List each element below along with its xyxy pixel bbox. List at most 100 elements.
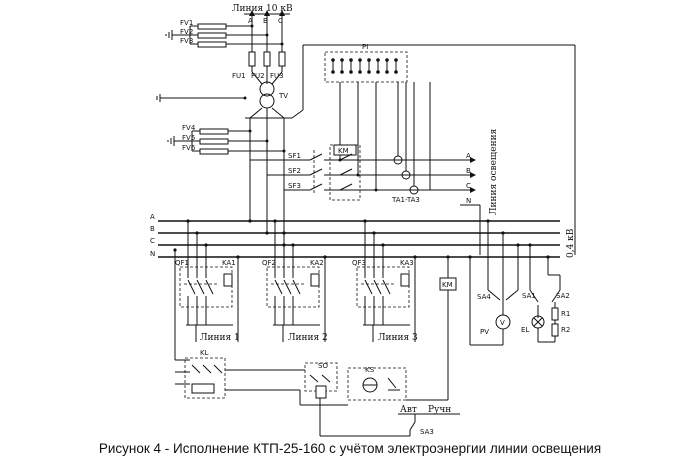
bus-voltage-label: 0,4 кВ (566, 228, 576, 258)
hv-line-label: Линия 10 кВ (232, 4, 293, 14)
breaker-contact (205, 279, 214, 295)
hv-phase-b: B (263, 17, 268, 25)
km2-label: KM (442, 281, 453, 289)
junction (413, 255, 417, 259)
bus-n-label: N (150, 250, 155, 258)
bus-b-label: B (150, 225, 155, 233)
breaker-contact (292, 279, 301, 295)
fv2-label: FV2 (180, 28, 193, 36)
qf2-label: QF2 (262, 259, 276, 267)
current-relay-coil (400, 273, 410, 287)
line1-label: Линия 1 (200, 333, 240, 343)
breaker-contact (196, 279, 205, 295)
junction (204, 243, 208, 247)
switch-so: SO (304, 362, 338, 399)
bus-a-label: A (150, 213, 155, 221)
ka2-label: KA2 (310, 259, 324, 267)
sf1-label: SF1 (288, 152, 301, 160)
sa1-label: SA1 (522, 292, 536, 300)
junction (291, 243, 295, 247)
hv-phase-c: C (278, 17, 283, 25)
line3-label: Линия 3 (378, 333, 418, 343)
junction (372, 231, 376, 235)
ka3-label: KA3 (400, 259, 414, 267)
junction (282, 243, 286, 247)
junction (186, 219, 190, 223)
avt-label: Авт (400, 405, 417, 415)
fu2-label: FU2 (251, 72, 265, 80)
ka1-label: KA1 (222, 259, 236, 267)
junction (323, 255, 327, 259)
surge-arresters-mid: FV4 FV5 FV6 (167, 124, 286, 155)
ruch-label: Ручн (428, 405, 451, 415)
km-label: KM (338, 147, 349, 155)
el-label: EL (521, 326, 529, 334)
time-relay-ks: KS (347, 366, 407, 401)
light-phase-a: A (466, 152, 471, 160)
junction (265, 231, 269, 235)
feeder-2 (266, 219, 327, 342)
r1-label: R1 (561, 310, 570, 318)
sa4-label: SA4 (477, 293, 491, 301)
breaker-contact (274, 279, 283, 295)
contactor-coil-km: KM (439, 257, 457, 401)
junction (273, 219, 277, 223)
feeder-1 (179, 219, 240, 342)
light-phase-n: N (466, 197, 471, 205)
qf1-label: QF1 (175, 259, 189, 267)
junction (381, 243, 385, 247)
junction (195, 231, 199, 235)
junction (282, 231, 286, 235)
breaker-contact (187, 279, 196, 295)
breaker-contact (373, 279, 382, 295)
light-phase-b: B (466, 167, 471, 175)
fv6-label: FV6 (182, 144, 196, 152)
pi-label: PI (362, 43, 368, 51)
breaker-contact (283, 279, 292, 295)
lighting-line-output: A B C N Линия освещения (460, 128, 499, 255)
bus-c-label: C (150, 237, 155, 245)
v-label: V (500, 319, 505, 327)
hv-fuses: FU1 FU2 FU3 (232, 51, 286, 85)
breaker-contact (364, 279, 373, 295)
voltmeter-circuit: SA4 V PV (469, 221, 519, 346)
pv-label: PV (480, 328, 489, 336)
so-label: SO (318, 362, 328, 370)
voltage-transformer-tv: TV (156, 81, 292, 128)
fv5-label: FV5 (182, 134, 195, 142)
tv-label: TV (278, 92, 288, 100)
fu3-label: FU3 (270, 72, 284, 80)
ks-label: KS (365, 366, 375, 374)
kl-label: KL (200, 349, 209, 357)
mode-switch-sa3: Авт Ручн SA3 (319, 398, 460, 437)
fv1-label: FV1 (180, 19, 193, 27)
lighting-control-circuit: SA1 SA2 EL R1 R2 (521, 245, 570, 343)
fu1-label: FU1 (232, 72, 246, 80)
relay-kl: KL (174, 250, 348, 406)
r2-label: R2 (561, 326, 570, 334)
line2-label: Линия 2 (288, 333, 328, 343)
light-phase-c: C (466, 182, 471, 190)
feeder-3 (356, 219, 417, 342)
fv4-label: FV4 (182, 124, 196, 132)
feeder-group (173, 219, 550, 342)
breaker-contact (382, 279, 391, 295)
lighting-line-label: Линия освещения (489, 128, 499, 215)
sf3-label: SF3 (288, 182, 301, 190)
current-relay-coil (223, 273, 233, 287)
qf3-label: QF3 (352, 259, 366, 267)
sa2-label: SA2 (556, 292, 570, 300)
junction (363, 219, 367, 223)
sf2-label: SF2 (288, 167, 301, 175)
fv3-label: FV3 (180, 37, 193, 45)
junction (236, 255, 240, 259)
ta-label: TA1-TA3 (391, 196, 420, 204)
lighting-breakers: SF1 SF2 SF3 KM (250, 144, 470, 201)
bus-04kv: A B C N 0,4 кВ (150, 45, 576, 258)
figure-caption: Рисунок 4 - Исполнение КТП-25-160 с учёт… (98, 441, 602, 456)
junction (248, 219, 252, 223)
surge-arresters-top: FV1 FV2 FV3 (165, 19, 284, 48)
current-transformers: TA1-TA3 (391, 82, 431, 204)
hv-phase-a: A (248, 17, 253, 25)
